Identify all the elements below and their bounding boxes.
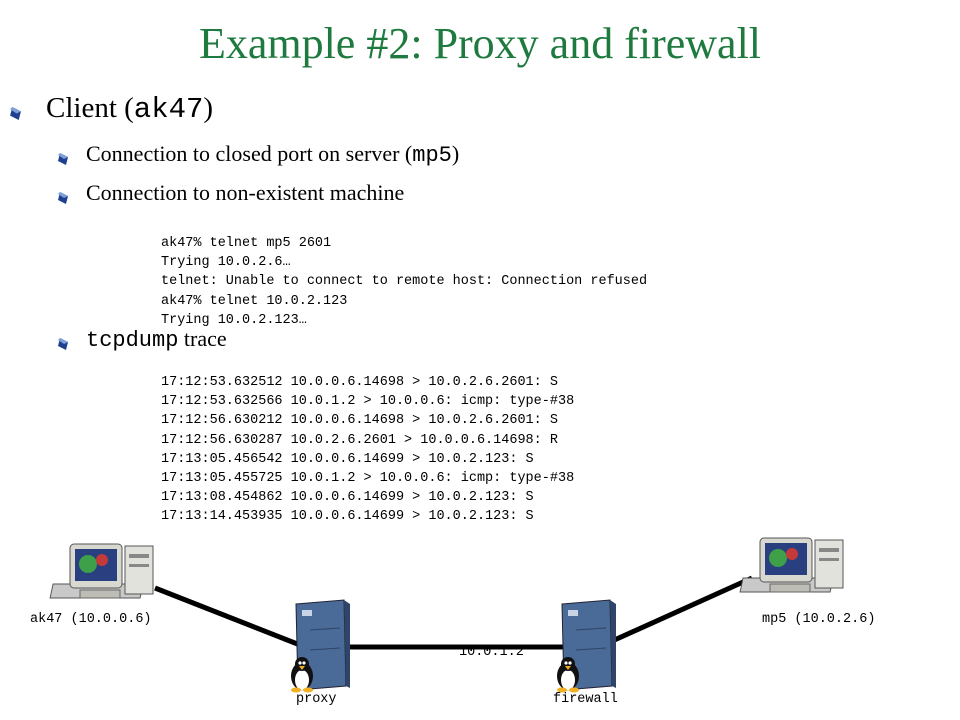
bullet-nonexistent: Connection to non-existent machine	[86, 180, 405, 205]
bullet-text: Client (	[46, 92, 134, 124]
code-line: 17:13:08.454862 10.0.0.6.14699 > 10.0.2.…	[161, 490, 534, 506]
code-line: ak47% telnet 10.0.2.123	[161, 293, 348, 309]
code-line: 17:12:56.630212 10.0.0.6.14698 > 10.0.2.…	[161, 413, 558, 429]
host-name: ak47	[133, 93, 204, 126]
link-client-proxy	[154, 585, 301, 648]
server-tower-icon	[291, 599, 350, 693]
code-line: 17:12:53.632566 10.0.1.2 > 10.0.0.6: icm…	[161, 394, 575, 410]
tcpdump-output: 17:12:53.632512 10.0.0.6.14698 > 10.0.2.…	[161, 373, 574, 527]
bullet-text: Connection to closed port on server (	[86, 141, 413, 166]
linux-penguin-icon	[557, 657, 579, 693]
bullet-client: Client (ak47)	[46, 92, 213, 126]
bullet-closed-port: Connection to closed port on server (mp5…	[86, 141, 459, 168]
bullet-diamond-icon	[58, 153, 68, 165]
bullet-diamond-icon	[58, 192, 68, 204]
code-line: ak47% telnet mp5 2601	[161, 236, 332, 251]
desktop-computer-icon	[739, 537, 844, 593]
code-line: Trying 10.0.2.123…	[161, 312, 307, 328]
desktop-computer-icon	[49, 543, 154, 599]
code-line: 17:12:53.632512 10.0.0.6.14698 > 10.0.2.…	[161, 375, 558, 390]
client-label: ak47 (10.0.0.6)	[30, 612, 152, 627]
link-firewall-server	[608, 575, 754, 645]
code-line: Trying 10.0.2.6…	[161, 255, 291, 271]
command-name: tcpdump	[86, 328, 179, 353]
link-address-label: 10.0.1.2	[459, 645, 524, 660]
bullet-diamond-icon	[10, 107, 21, 120]
bullet-tcpdump: tcpdump trace	[86, 326, 227, 353]
proxy-label: proxy	[296, 692, 337, 707]
code-line: telnet: Unable to connect to remote host…	[161, 274, 648, 290]
server-label: mp5 (10.0.2.6)	[762, 612, 876, 627]
code-line: 17:13:05.455725 10.0.1.2 > 10.0.0.6: icm…	[161, 471, 575, 487]
bullet-text: )	[203, 92, 214, 124]
bullet-diamond-icon	[58, 338, 68, 350]
code-line: 17:13:14.453935 10.0.0.6.14699 > 10.0.2.…	[161, 509, 534, 525]
code-line: 17:13:05.456542 10.0.0.6.14699 > 10.0.2.…	[161, 451, 534, 467]
host-name: mp5	[412, 143, 452, 168]
slide-title: Example #2: Proxy and firewall	[198, 19, 762, 68]
bullet-text: trace	[178, 326, 227, 351]
bullet-text: )	[451, 141, 460, 166]
code-line: 17:12:56.630287 10.0.2.6.2601 > 10.0.0.6…	[161, 432, 558, 448]
server-tower-icon	[557, 599, 616, 693]
linux-penguin-icon	[291, 657, 313, 693]
firewall-label: firewall	[553, 692, 618, 707]
